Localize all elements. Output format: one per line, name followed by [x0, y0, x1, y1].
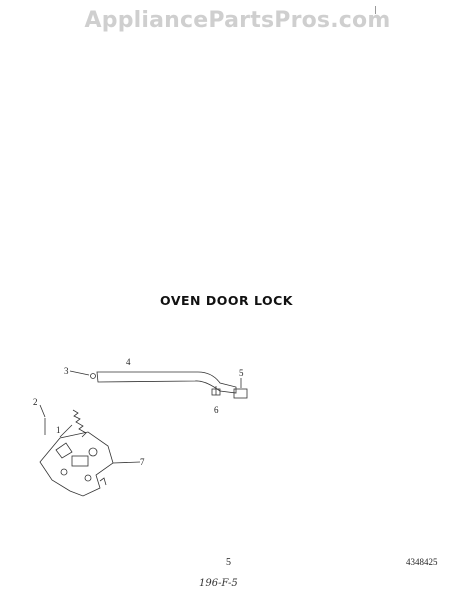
latch-rod-part	[96, 371, 237, 394]
diagram-title: OVEN DOOR LOCK	[160, 293, 293, 308]
callout-2: 2	[33, 397, 38, 407]
screw-part	[90, 373, 96, 379]
watermark-text: AppliancePartsPros.com	[84, 8, 391, 33]
page-number: 5	[226, 557, 231, 568]
spring-part	[72, 409, 87, 438]
callout-3: 3	[64, 366, 69, 376]
lock-plate-part	[39, 431, 114, 497]
callout-5: 5	[239, 368, 244, 378]
callout-7: 7	[140, 457, 145, 467]
callout-4: 4	[126, 357, 131, 367]
scan-mark	[375, 6, 376, 14]
part-number: 4348425	[406, 557, 438, 567]
bumper-part	[233, 388, 248, 399]
callout-6: 6	[214, 405, 219, 415]
handwritten-code: 196-F-5	[199, 578, 238, 589]
callout-1: 1	[56, 425, 61, 435]
